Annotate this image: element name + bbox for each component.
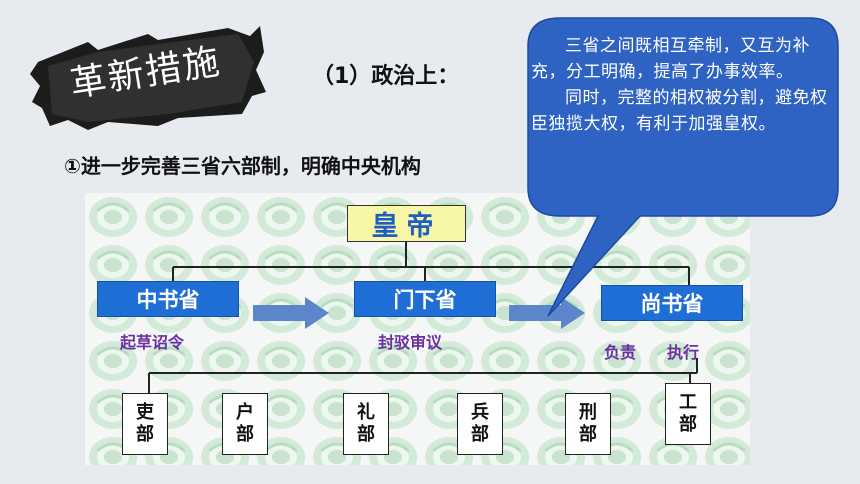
department-xing-justice: 刑 部 xyxy=(565,393,611,455)
diagram-background xyxy=(85,193,750,465)
section-subtitle: （1）政治上： xyxy=(312,64,460,89)
department-li-rites: 礼 部 xyxy=(343,393,389,455)
department-name-bottom: 部 xyxy=(471,424,489,445)
department-name-top: 礼 xyxy=(357,402,375,423)
department-name-top: 吏 xyxy=(136,402,154,423)
department-hu-revenue: 户 部 xyxy=(222,393,268,455)
bullet-point: ①进一步完善三省六部制，明确中央机构 xyxy=(64,154,421,178)
shangshu-function-part1: 负责 xyxy=(604,343,637,362)
department-name-bottom: 部 xyxy=(579,424,597,445)
department-li-personnel: 吏 部 xyxy=(122,393,168,455)
shangshu-province-box: 尚书省 xyxy=(601,285,743,321)
zhongshu-function: 起草诏令 xyxy=(120,333,185,352)
menxia-province-box: 门下省 xyxy=(354,281,496,317)
department-name-top: 户 xyxy=(236,402,254,423)
department-name-top: 刑 xyxy=(579,402,597,423)
callout-paragraph-2: 同时，完整的相权被分割，避免权臣独揽大权，有利于加强皇权。 xyxy=(531,88,828,134)
title-badge-shape xyxy=(30,26,266,130)
shangshu-function-part2: 执行 xyxy=(667,343,700,362)
department-bing-war: 兵 部 xyxy=(457,393,503,455)
department-name-top: 兵 xyxy=(471,402,489,423)
department-name-bottom: 部 xyxy=(357,424,375,445)
emperor-box: 皇帝 xyxy=(347,205,466,242)
department-name-bottom: 部 xyxy=(679,414,697,435)
department-gong-works: 工 部 xyxy=(665,383,711,445)
callout-paragraph-1: 三省之间既相互牵制，又互为补充，分工明确，提高了办事效率。 xyxy=(531,36,810,82)
department-name-bottom: 部 xyxy=(136,424,154,445)
department-name-bottom: 部 xyxy=(236,424,254,445)
three-provinces-diagram: 皇帝 中书省 门下省 尚书省 起草诏令 封驳审议 负责 执行 吏 部 户 部 礼… xyxy=(85,193,750,465)
department-name-top: 工 xyxy=(679,392,697,413)
menxia-function: 封驳审议 xyxy=(378,333,443,352)
callout-text: 三省之间既相互牵制，又互为补充，分工明确，提高了办事效率。 同时，完整的相权被分… xyxy=(531,33,831,137)
zhongshu-province-box: 中书省 xyxy=(97,281,239,317)
